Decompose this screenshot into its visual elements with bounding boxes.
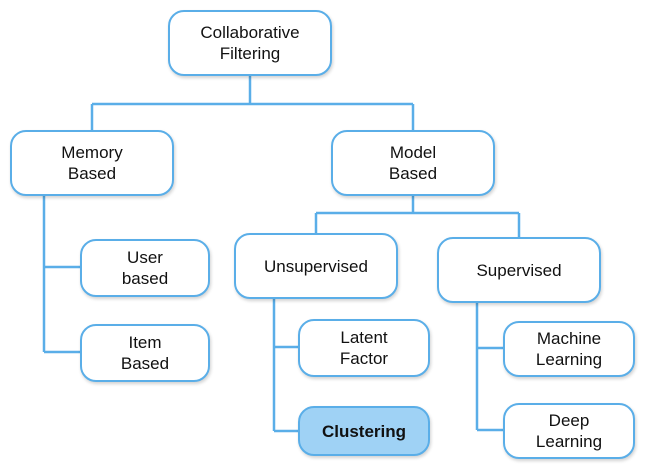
node-machine-learning: Machine Learning (503, 321, 635, 377)
node-label: Unsupervised (264, 256, 368, 276)
node-label: Based (120, 354, 170, 373)
node-label: Supervised (476, 260, 562, 280)
node-label: Based (388, 164, 438, 183)
node-supervised: Supervised (437, 237, 601, 303)
node-label: Factor (339, 349, 389, 368)
node-label: Item (128, 333, 162, 352)
node-deep-learning: Deep Learning (503, 403, 635, 459)
node-label: Model (389, 143, 437, 162)
node-clustering: Clustering (298, 406, 430, 456)
node-label: Learning (535, 432, 603, 451)
node-label: based (121, 269, 169, 288)
node-label: Collaborative (200, 23, 300, 42)
node-item-based: Item Based (80, 324, 210, 382)
node-unsupervised: Unsupervised (234, 233, 398, 299)
node-label: Deep (548, 411, 590, 430)
node-latent-factor: Latent Factor (298, 319, 430, 377)
node-label: User (127, 248, 163, 267)
node-label: Latent (340, 328, 388, 347)
node-model-based: Model Based (331, 130, 495, 196)
node-label: Based (67, 164, 117, 183)
node-label: Learning (535, 350, 603, 369)
node-label: Memory (61, 143, 123, 162)
node-user-based: User based (80, 239, 210, 297)
node-memory-based: Memory Based (10, 130, 174, 196)
node-label: Filtering (219, 44, 281, 63)
node-collaborative-filtering: Collaborative Filtering (168, 10, 332, 76)
node-label: Clustering (321, 421, 407, 441)
node-label: Machine (536, 329, 602, 348)
